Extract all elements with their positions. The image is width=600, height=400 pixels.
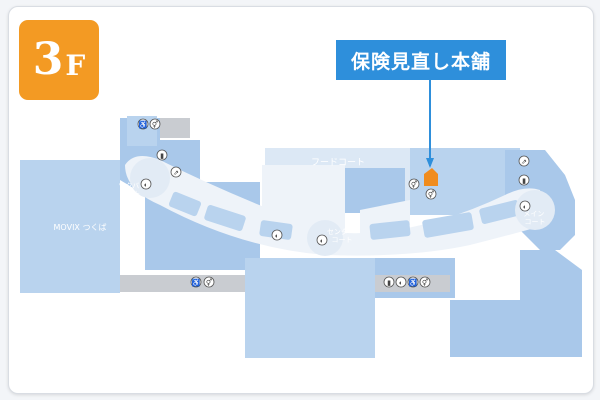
stroller-icon[interactable]: ◐: [519, 200, 531, 212]
west-court-label: ツクバ コート: [119, 182, 142, 198]
south-tenant-block: [245, 258, 375, 358]
svg-text:◐: ◐: [320, 238, 324, 245]
center-court-label-line1: センター: [327, 227, 355, 236]
west-court-label-line1: ツクバ: [119, 182, 140, 190]
pod-4: [369, 220, 411, 240]
accessible-restroom-icon[interactable]: ♿: [190, 276, 202, 288]
svg-text:♿: ♿: [192, 278, 201, 287]
accessible-restroom-icon[interactable]: ♿: [407, 276, 419, 288]
restroom-icon[interactable]: ⚥: [419, 276, 431, 288]
center-court-label: センター コート: [327, 227, 357, 244]
service-strip-north: [160, 118, 190, 138]
svg-text:◐: ◐: [275, 233, 279, 240]
restroom-icon[interactable]: ⚥: [203, 276, 215, 288]
svg-text:♿: ♿: [409, 278, 418, 287]
pod-2: [204, 204, 246, 232]
svg-text:⇗: ⇗: [521, 159, 527, 166]
highlighted-store[interactable]: [424, 168, 438, 186]
food-court-corridor: [262, 165, 345, 235]
svg-text:⚥: ⚥: [152, 120, 158, 129]
upper-right-block: [410, 148, 520, 215]
svg-text:⚥: ⚥: [411, 180, 417, 189]
svg-text:♿: ♿: [139, 120, 148, 129]
escalator-icon[interactable]: ⇗: [170, 166, 182, 178]
west-court-circle[interactable]: [130, 158, 170, 198]
elevator-icon[interactable]: ▮: [383, 276, 395, 288]
floor-number: 3: [32, 34, 64, 85]
callout-arrow: [426, 158, 434, 168]
svg-text:◐: ◐: [144, 182, 148, 189]
main-court-label-line1: メイン: [523, 210, 544, 218]
svg-text:▮: ▮: [160, 153, 164, 160]
svg-text:◐: ◐: [523, 204, 527, 211]
main-court-circle[interactable]: [515, 190, 555, 230]
pod-1: [169, 191, 201, 217]
svg-text:▮: ▮: [387, 280, 391, 287]
accessible-restroom-icon[interactable]: ♿: [137, 118, 149, 130]
cinema-area[interactable]: [20, 160, 120, 293]
svg-text:⚥: ⚥: [422, 278, 428, 287]
pod-6: [479, 200, 521, 224]
cinema-label: MOVIX つくば: [54, 223, 107, 232]
main-court-label-line2: コート: [525, 218, 546, 226]
floor-suffix: F: [65, 48, 86, 82]
floor-badge: 3 F: [19, 20, 99, 100]
stroller-icon[interactable]: ◐: [395, 276, 407, 288]
west-court-label-line2: コート: [120, 190, 141, 198]
stroller-icon[interactable]: ◐: [140, 178, 152, 190]
food-court-label: フードコート: [311, 158, 365, 168]
restroom-icon[interactable]: ⚥: [408, 178, 420, 190]
svg-text:◐: ◐: [399, 280, 403, 287]
elevator-icon[interactable]: ▮: [156, 149, 168, 161]
escalator-icon[interactable]: ⇗: [518, 155, 530, 167]
elevator-icon[interactable]: ▮: [518, 174, 530, 186]
main-court-label: メイン コート: [523, 210, 546, 226]
service-strip-west: [120, 275, 245, 292]
svg-text:⚥: ⚥: [428, 190, 434, 199]
restroom-icon[interactable]: ⚥: [149, 118, 161, 130]
center-court-label-line2: コート: [332, 236, 353, 244]
stroller-icon[interactable]: ◐: [316, 234, 328, 246]
restroom-icon[interactable]: ⚥: [425, 188, 437, 200]
stroller-icon[interactable]: ◐: [271, 229, 283, 241]
svg-text:⚥: ⚥: [206, 278, 212, 287]
svg-text:▮: ▮: [522, 178, 526, 185]
pod-5: [422, 212, 474, 238]
southeast-tenant-block: [450, 250, 582, 357]
svg-text:⇗: ⇗: [173, 170, 179, 177]
store-callout[interactable]: 保険見直し本舗: [336, 40, 506, 80]
